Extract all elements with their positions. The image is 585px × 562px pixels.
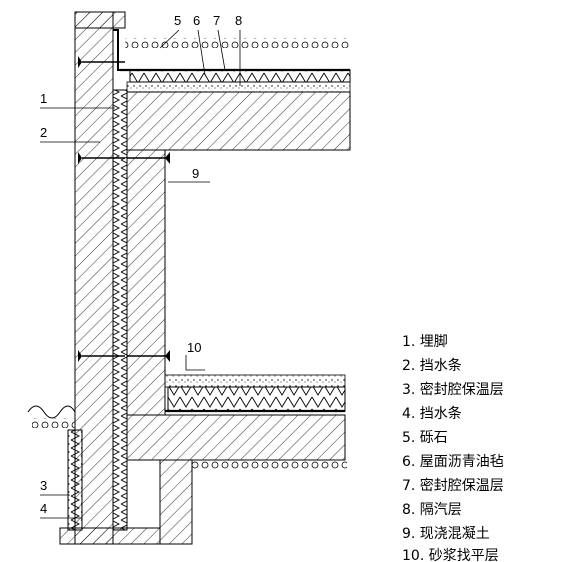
wall-insulation-cavity	[112, 89, 128, 531]
legend-item: 10. 砂浆找平层	[402, 548, 499, 562]
callout-2: 2	[40, 125, 47, 140]
callout-6: 6	[193, 13, 200, 28]
callout-7: 7	[213, 13, 220, 28]
callout-8: 8	[235, 13, 242, 28]
legend: 1. 埋脚 2. 挡水条 3. 密封腔保温层 4. 挡水条 5. 砾石 6. 屋…	[402, 334, 504, 562]
callout-9: 9	[192, 166, 199, 181]
legend-item: 9. 现浇混凝土	[402, 526, 490, 542]
inner-concrete-column	[126, 149, 166, 416]
legend-item: 2. 挡水条	[402, 357, 462, 374]
callout-1: 1	[40, 91, 47, 106]
leader-lines	[40, 29, 241, 519]
legend-item: 5. 砾石	[402, 430, 448, 446]
callout-4: 4	[40, 501, 47, 516]
water-stop-anchors	[78, 56, 170, 362]
legend-item: 8. 隔汽层	[402, 502, 462, 518]
callout-10: 10	[187, 340, 201, 355]
legend-item: 6. 屋面沥青油毡	[402, 454, 504, 470]
upper-roof-slab	[113, 29, 351, 151]
legend-item: 4. 挡水条	[402, 405, 462, 422]
legend-item: 7. 密封腔保温层	[402, 477, 504, 494]
callout-5: 5	[174, 13, 181, 28]
callout-3: 3	[40, 478, 47, 493]
legend-item: 3. 密封腔保温层	[402, 381, 504, 398]
ground-section	[27, 405, 161, 545]
legend-item: 1. 埋脚	[402, 334, 448, 350]
lower-roof-slab	[126, 374, 347, 545]
